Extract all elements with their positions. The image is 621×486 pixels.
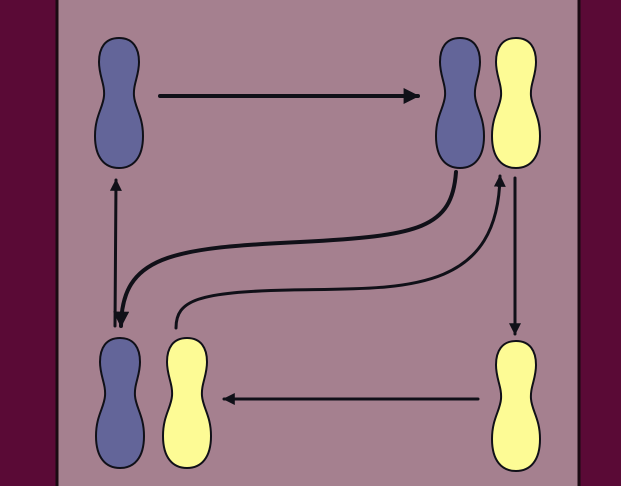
step-top-left xyxy=(94,37,144,169)
arrow-bottom-left-to-top-left xyxy=(109,178,122,328)
left-foot-print xyxy=(94,37,144,169)
right-foot-print xyxy=(491,340,541,472)
arrow-bottom-left-to-top-right xyxy=(174,174,506,330)
arrow-top-right-to-bottom-left xyxy=(113,170,458,328)
left-foot-print xyxy=(435,37,485,169)
right-foot-print xyxy=(491,37,541,169)
right-foot-print xyxy=(162,337,212,469)
step-bottom-right xyxy=(491,340,541,472)
left-foot-print xyxy=(95,337,145,469)
